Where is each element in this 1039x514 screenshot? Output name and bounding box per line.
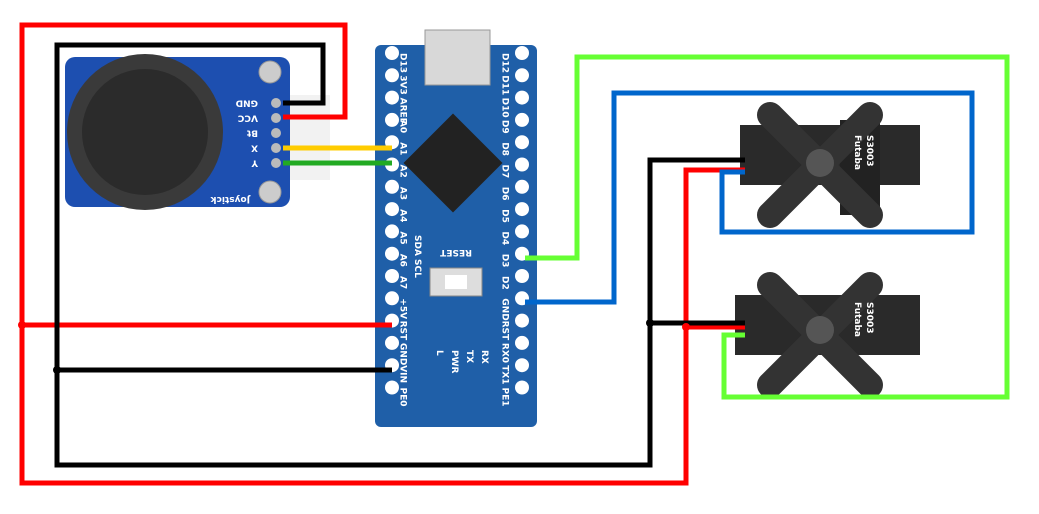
pin-label-right: D9 [500, 120, 510, 134]
pin-hole [515, 269, 529, 283]
pin-hole [385, 246, 399, 261]
pin-label-right: D3 [500, 254, 510, 268]
pin-hole [515, 224, 529, 239]
pin-label-left: A0 [398, 120, 408, 133]
pin-label-left: RST [398, 321, 408, 341]
pin-label-right: RX0 [500, 343, 510, 363]
pin-hole [515, 202, 529, 217]
pin-label-right: D6 [500, 187, 510, 201]
pin-hole [515, 90, 529, 105]
servo-1-brand: Futaba [852, 135, 862, 170]
pin-hole [385, 202, 399, 217]
pin-hole [385, 224, 399, 239]
joystick-pin-label: X [251, 143, 258, 153]
led-pwr-label: PWR [449, 350, 459, 374]
pin-hole [515, 179, 529, 194]
pin-label-right: PE1 [500, 388, 510, 407]
pin-label-left: A6 [398, 254, 408, 267]
pin-label-right: D7 [500, 165, 510, 179]
joystick-pin-label: Bt [246, 128, 258, 138]
pin-hole [515, 112, 529, 127]
pin-label-right: D5 [500, 209, 510, 223]
pin-label-right: D11 [500, 75, 510, 95]
servo-2: Futaba S3003 [735, 272, 920, 398]
usb-port [424, 29, 491, 86]
pin-hole [515, 313, 529, 328]
sda-scl-label: SDA SCL [412, 235, 422, 278]
pin-hole [515, 335, 529, 350]
servo-2-brand: Futaba [852, 302, 862, 337]
reset-label: RESET [439, 247, 472, 257]
led-rx-label: RX [479, 350, 489, 364]
pin-hole [385, 269, 399, 283]
pin-label-left: A5 [398, 231, 408, 244]
pin-hole [515, 135, 529, 150]
pin-label-left: AREF [398, 98, 408, 124]
pin-label-right: D10 [500, 98, 510, 118]
pin-hole [515, 380, 529, 395]
pin-label-right: D8 [500, 142, 510, 156]
pin-label-left: PE0 [398, 388, 408, 407]
wire-blue-d2-servo1 [525, 90, 975, 305]
pin-label-left: VIN [398, 365, 408, 383]
pin-label-right: RST [500, 321, 510, 341]
joystick-pin [271, 158, 281, 168]
pin-label-left: GND [398, 343, 408, 365]
arduino-nano: RESET SDA SCL L PWR TX RX D13 3V3AREFA0A1… [375, 29, 537, 427]
wire-lime-d4-servo2 [525, 54, 1010, 400]
pin-label-right: D12 [500, 53, 510, 73]
joystick-label: Joystick [210, 194, 251, 204]
led-l-label: L [434, 350, 444, 356]
pin-hole [385, 335, 399, 350]
pin-hole [385, 68, 399, 83]
pin-label-left: A1 [398, 142, 408, 155]
pin-label-right: GND [500, 298, 510, 320]
pin-hole [385, 112, 399, 127]
wires [18, 22, 1010, 486]
pin-label-right: D2 [500, 276, 510, 290]
servo-2-model: S3003 [864, 302, 874, 334]
joystick-pin [271, 143, 281, 153]
pin-label-left: 3V3 [398, 75, 408, 95]
pin-label-right: D4 [500, 231, 510, 245]
joystick-pin [271, 113, 281, 123]
pin-label-left: A2 [398, 165, 408, 178]
pin-hole [515, 358, 529, 373]
joystick-pin-label: GND [236, 98, 258, 108]
pin-label-left: A7 [398, 276, 408, 289]
wire-black-gnd [54, 42, 745, 468]
pin-hole [515, 157, 529, 172]
servo-1-model: S3003 [864, 135, 874, 167]
pin-hole [385, 46, 399, 60]
pin-hole [385, 179, 399, 194]
pin-hole [515, 68, 529, 83]
pin-hole [515, 46, 529, 60]
pin-label-left: A4 [398, 209, 408, 222]
pin-hole [385, 380, 399, 395]
pin-hole [385, 291, 399, 306]
pin-label-right: TX1 [500, 365, 510, 384]
led-tx-label: TX [464, 350, 474, 363]
joystick-pin-label: Y [251, 158, 259, 168]
pin-label-left: A3 [398, 187, 408, 200]
joystick-pin [271, 128, 281, 138]
servo-1: Futaba S3003 [740, 102, 920, 228]
pin-label-left: +5V [398, 298, 408, 319]
pin-label-left: D13 [398, 53, 408, 73]
pin-hole [385, 90, 399, 105]
joystick-pin [271, 98, 281, 108]
joystick-pin-label: VCC [237, 113, 258, 123]
wire-red-5v [19, 22, 745, 486]
